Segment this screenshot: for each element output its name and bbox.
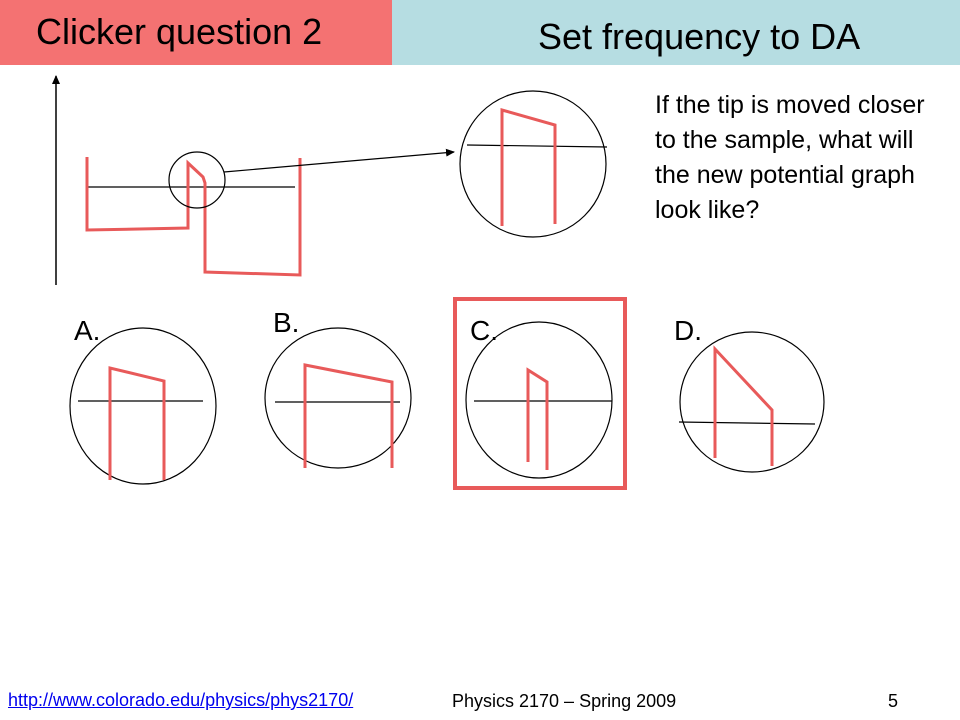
- option-c-circle: [465, 321, 613, 479]
- option-a-circle: [69, 327, 217, 485]
- option-d-energy-line: [678, 421, 816, 425]
- option-a-graph[interactable]: [69, 327, 217, 485]
- slide-title: Clicker question 2: [36, 11, 323, 52]
- slide-subtitle-bar: Set frequency to DA: [392, 0, 960, 65]
- zoomed-circle: [459, 90, 607, 238]
- option-d-graph[interactable]: [678, 331, 825, 473]
- potential-graph: [52, 75, 455, 285]
- question-text: If the tip is moved closer to the sample…: [655, 91, 925, 224]
- option-d-circle: [679, 331, 825, 473]
- option-a-curve: [108, 366, 166, 480]
- answer-highlight-box: [453, 297, 627, 490]
- zoomed-curve: [500, 108, 557, 226]
- slide-title-bar: Clicker question 2: [0, 0, 392, 65]
- option-d-curve: [713, 345, 774, 466]
- option-c-label: C.: [470, 315, 498, 346]
- option-d-label: D.: [674, 315, 702, 346]
- option-a-label: A.: [74, 315, 101, 346]
- zoomed-energy-line: [466, 144, 608, 148]
- option-c-curve: [526, 367, 549, 470]
- zoomed-view: [459, 90, 608, 238]
- option-b-curve: [303, 363, 394, 468]
- potential-curve: [85, 157, 302, 277]
- option-b-graph[interactable]: [264, 327, 412, 469]
- option-b-circle: [264, 327, 412, 469]
- zoom-circle: [168, 151, 226, 209]
- slide-subtitle: Set frequency to DA: [538, 16, 861, 57]
- option-c-graph[interactable]: [453, 297, 627, 490]
- slide-page-number: 5: [888, 691, 899, 711]
- option-b-label: B.: [273, 307, 300, 338]
- course-footer-text: Physics 2170 – Spring 2009: [452, 691, 677, 711]
- course-url-link[interactable]: http://www.colorado.edu/physics/phys2170…: [8, 690, 354, 710]
- zoom-arrow: [223, 148, 455, 173]
